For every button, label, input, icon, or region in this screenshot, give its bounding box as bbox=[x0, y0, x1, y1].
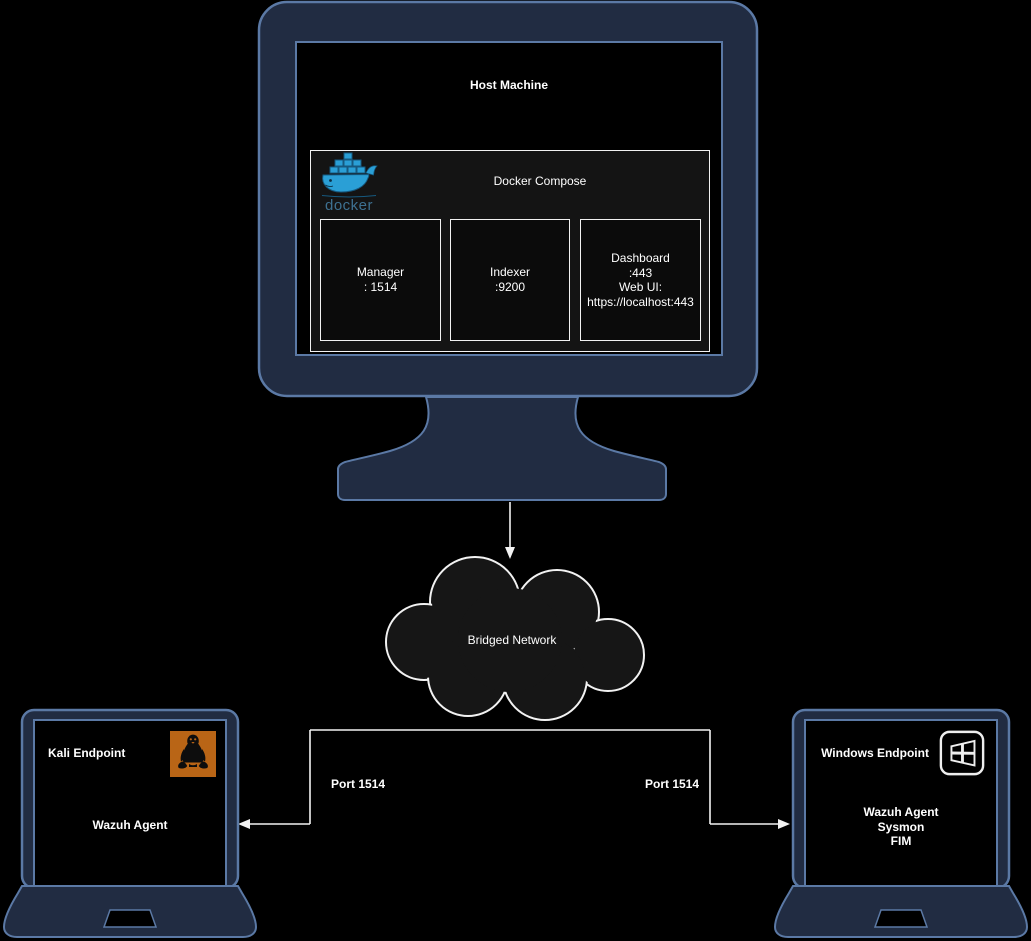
arrowhead-left-icon bbox=[238, 819, 250, 829]
monitor-to-cloud-connector bbox=[505, 502, 515, 559]
windows-agent-line: Wazuh Agent bbox=[863, 805, 939, 819]
windows-endpoint-title: Windows Endpoint bbox=[821, 746, 929, 760]
connector-lines bbox=[249, 729, 779, 825]
docker-wordmark: docker bbox=[325, 197, 373, 214]
bridged-network-label: Bridged Network bbox=[467, 633, 557, 647]
service-name: Manager bbox=[356, 265, 405, 279]
windows-laptop-screen bbox=[804, 719, 998, 887]
service-box-indexer[interactable]: Indexer :9200 bbox=[450, 219, 570, 341]
service-box-dashboard[interactable]: Dashboard :443 Web UI: https://localhost… bbox=[580, 219, 701, 341]
windows-logo-icon bbox=[938, 729, 986, 777]
kali-laptop-notch bbox=[102, 909, 158, 928]
service-name: Dashboard bbox=[611, 251, 670, 265]
service-port: : 1514 bbox=[363, 280, 398, 294]
port-label-left: Port 1514 bbox=[331, 777, 386, 791]
monitor-stand bbox=[337, 396, 667, 501]
windows-laptop-notch bbox=[873, 909, 929, 928]
bridged-network-cloud[interactable] bbox=[385, 556, 645, 721]
docker-compose-title: Docker Compose bbox=[493, 174, 587, 188]
arrowhead-down-icon bbox=[505, 547, 515, 559]
port-label-right: Port 1514 bbox=[645, 777, 700, 791]
service-webui-url: https://localhost:443 bbox=[587, 294, 694, 309]
service-name: Indexer bbox=[489, 265, 531, 279]
windows-laptop[interactable] bbox=[773, 708, 1029, 938]
cloud-to-endpoints-connectors bbox=[238, 729, 790, 829]
kali-endpoint-title: Kali Endpoint bbox=[48, 746, 126, 760]
service-box-manager[interactable]: Manager : 1514 bbox=[320, 219, 441, 341]
arrowhead-right-icon bbox=[778, 819, 790, 829]
service-webui-label: Web UI: bbox=[618, 280, 663, 294]
windows-agent-line: Sysmon bbox=[877, 819, 925, 834]
docker-logo-icon: docker bbox=[320, 152, 378, 214]
host-machine-title: Host Machine bbox=[469, 78, 548, 92]
kali-agent-label: Wazuh Agent bbox=[92, 818, 168, 832]
linux-tux-icon bbox=[170, 731, 216, 777]
service-port: :9200 bbox=[494, 280, 526, 294]
windows-agent-lines: Wazuh Agent Sysmon FIM bbox=[805, 805, 997, 849]
windows-agent-line: FIM bbox=[890, 834, 912, 848]
service-port: :443 bbox=[628, 265, 653, 280]
